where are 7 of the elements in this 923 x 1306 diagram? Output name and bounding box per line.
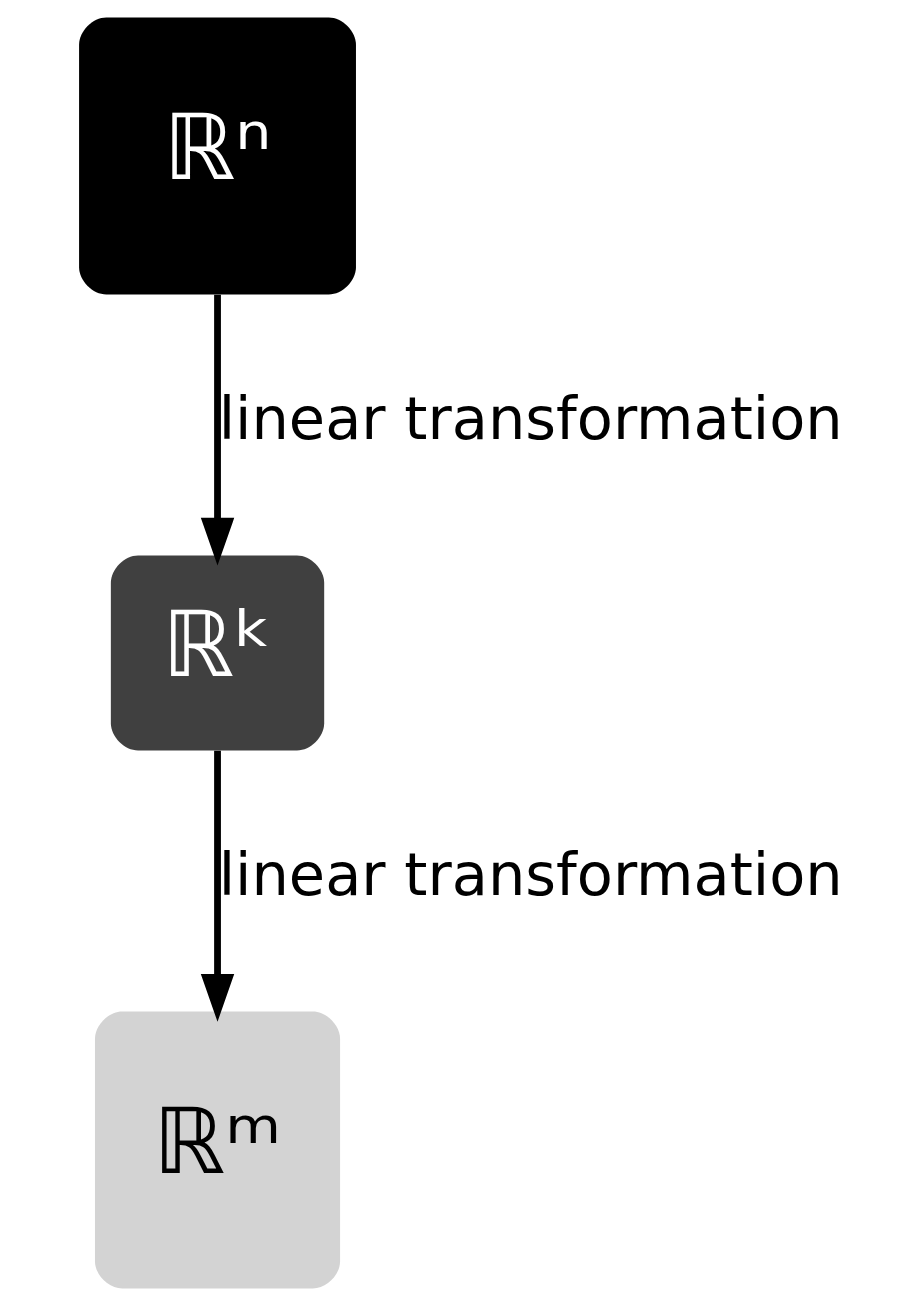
arrow bbox=[200, 294, 235, 566]
edge-label: linear transformation bbox=[218, 840, 843, 910]
edge-label: linear transformation bbox=[218, 384, 843, 454]
node-box: ℝᵏ bbox=[110, 555, 325, 751]
node-box: ℝⁿ bbox=[79, 17, 356, 295]
arrow bbox=[200, 750, 235, 1022]
node-box: ℝᵐ bbox=[94, 1011, 341, 1289]
